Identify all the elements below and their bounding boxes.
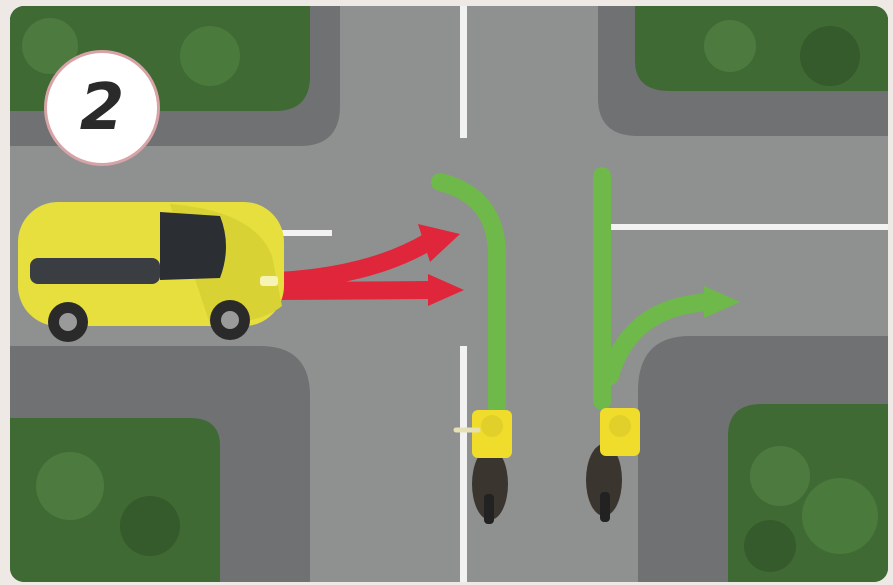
intersection-illustration: 2 — [10, 6, 888, 582]
car-windshield — [160, 212, 226, 280]
corner-bottom-right — [638, 336, 888, 582]
scenario-number-badge: 2 — [44, 50, 160, 166]
yellow-car — [18, 202, 284, 342]
car-headlight — [260, 276, 278, 286]
scenario-number: 2 — [80, 76, 125, 140]
car-side-windows — [30, 258, 160, 284]
